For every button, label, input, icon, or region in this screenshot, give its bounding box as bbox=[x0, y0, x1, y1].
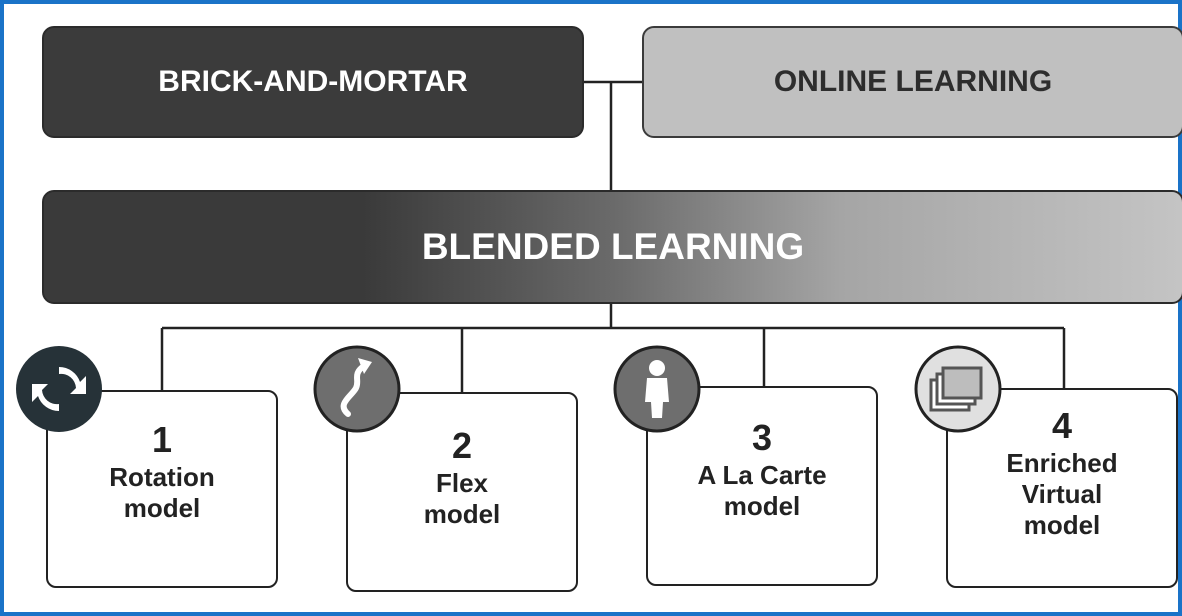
online-learning-box: ONLINE LEARNING bbox=[642, 26, 1182, 138]
model-number: 1 bbox=[151, 419, 173, 460]
model-number: 3 bbox=[751, 417, 773, 458]
model-number: 4 bbox=[1051, 405, 1073, 446]
model-title-line: model bbox=[723, 491, 801, 521]
model-title-line: Virtual bbox=[1021, 479, 1103, 509]
stacked-windows-icon bbox=[913, 344, 1003, 434]
flex-model-box: 2 Flex model bbox=[346, 392, 578, 592]
model-title-line: Enriched bbox=[1006, 448, 1118, 478]
model-title-line: model bbox=[1023, 510, 1101, 540]
model-number: 2 bbox=[451, 425, 473, 466]
model-title-line: model bbox=[123, 493, 201, 523]
flex-icon bbox=[312, 344, 402, 434]
brick-and-mortar-box: BRICK-AND-MORTAR bbox=[42, 26, 584, 138]
person-icon bbox=[612, 344, 702, 434]
brick-and-mortar-label: BRICK-AND-MORTAR bbox=[158, 65, 468, 98]
online-learning-label: ONLINE LEARNING bbox=[773, 65, 1053, 98]
model-title-line: model bbox=[423, 499, 501, 529]
blended-learning-box: BLENDED LEARNING bbox=[42, 190, 1182, 304]
blended-learning-label: BLENDED LEARNING bbox=[421, 226, 805, 267]
model-title-line: Rotation bbox=[109, 462, 215, 492]
rotation-icon bbox=[14, 344, 104, 434]
model-title-line: A La Carte bbox=[697, 460, 827, 490]
model-title-line: Flex bbox=[435, 468, 489, 498]
